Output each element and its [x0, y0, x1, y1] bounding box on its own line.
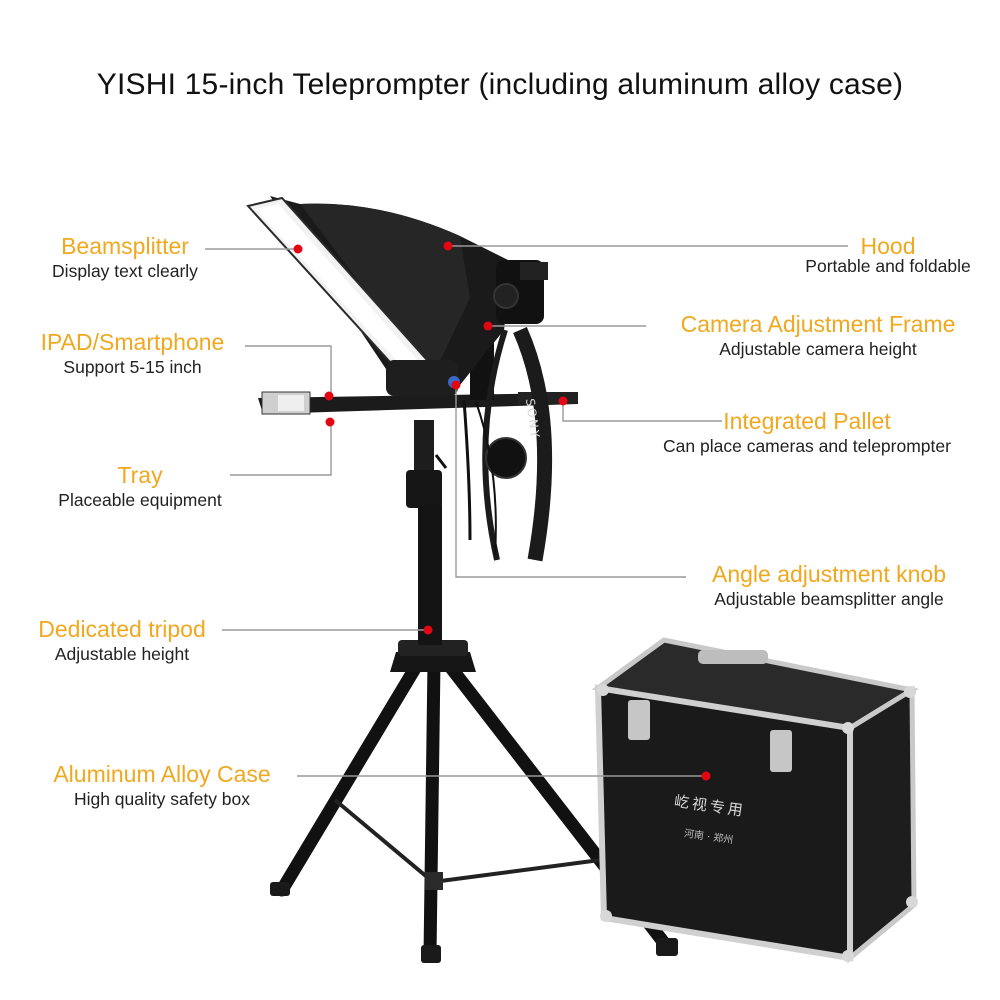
- callout-pallet-desc: Can place cameras and teleprompter: [663, 436, 951, 457]
- callout-knob-desc: Adjustable beamsplitter angle: [714, 589, 944, 610]
- callout-camera-frame-title: Camera Adjustment Frame: [680, 311, 956, 337]
- callout-pallet-title: Integrated Pallet: [723, 408, 891, 434]
- callout-tray-desc: Placeable equipment: [58, 490, 222, 511]
- teleprompter: [246, 196, 553, 562]
- callout-tripod-title: Dedicated tripod: [38, 616, 206, 642]
- callout-camera-frame: Camera Adjustment Frame Adjustable camer…: [646, 311, 990, 360]
- callout-beamsplitter-desc: Display text clearly: [52, 261, 198, 282]
- marker-dots: [293, 241, 711, 781]
- callout-ipad: IPAD/Smartphone Support 5-15 inch: [10, 329, 255, 378]
- callout-ipad-title: IPAD/Smartphone: [40, 329, 225, 355]
- callout-tray: Tray Placeable equipment: [35, 462, 245, 511]
- callout-hood: Hood Portable and foldable: [778, 233, 998, 277]
- callout-tripod: Dedicated tripod Adjustable height: [8, 616, 236, 665]
- callout-tripod-desc: Adjustable height: [54, 644, 190, 665]
- page-title: YISHI 15-inch Teleprompter (including al…: [96, 68, 904, 101]
- tripod: [270, 420, 678, 963]
- callout-pallet: Integrated Pallet Can place cameras and …: [620, 408, 994, 457]
- callout-knob-title: Angle adjustment knob: [712, 561, 946, 587]
- leader-lines: [205, 245, 848, 777]
- callout-alloy-case-desc: High quality safety box: [73, 789, 251, 810]
- callout-beamsplitter: Beamsplitter Display text clearly: [20, 233, 230, 282]
- callout-camera-frame-desc: Adjustable camera height: [719, 339, 917, 360]
- callout-hood-desc: Portable and foldable: [805, 256, 971, 277]
- callout-knob: Angle adjustment knob Adjustable beamspl…: [672, 561, 986, 610]
- callout-ipad-desc: Support 5-15 inch: [63, 357, 202, 378]
- callout-alloy-case-title: Aluminum Alloy Case: [53, 761, 271, 787]
- aluminum-case: [591, 637, 919, 964]
- callout-beamsplitter-title: Beamsplitter: [61, 233, 189, 259]
- callout-alloy-case: Aluminum Alloy Case High quality safety …: [12, 761, 312, 810]
- callout-tray-title: Tray: [117, 462, 163, 488]
- callout-hood-title: Hood: [860, 233, 916, 259]
